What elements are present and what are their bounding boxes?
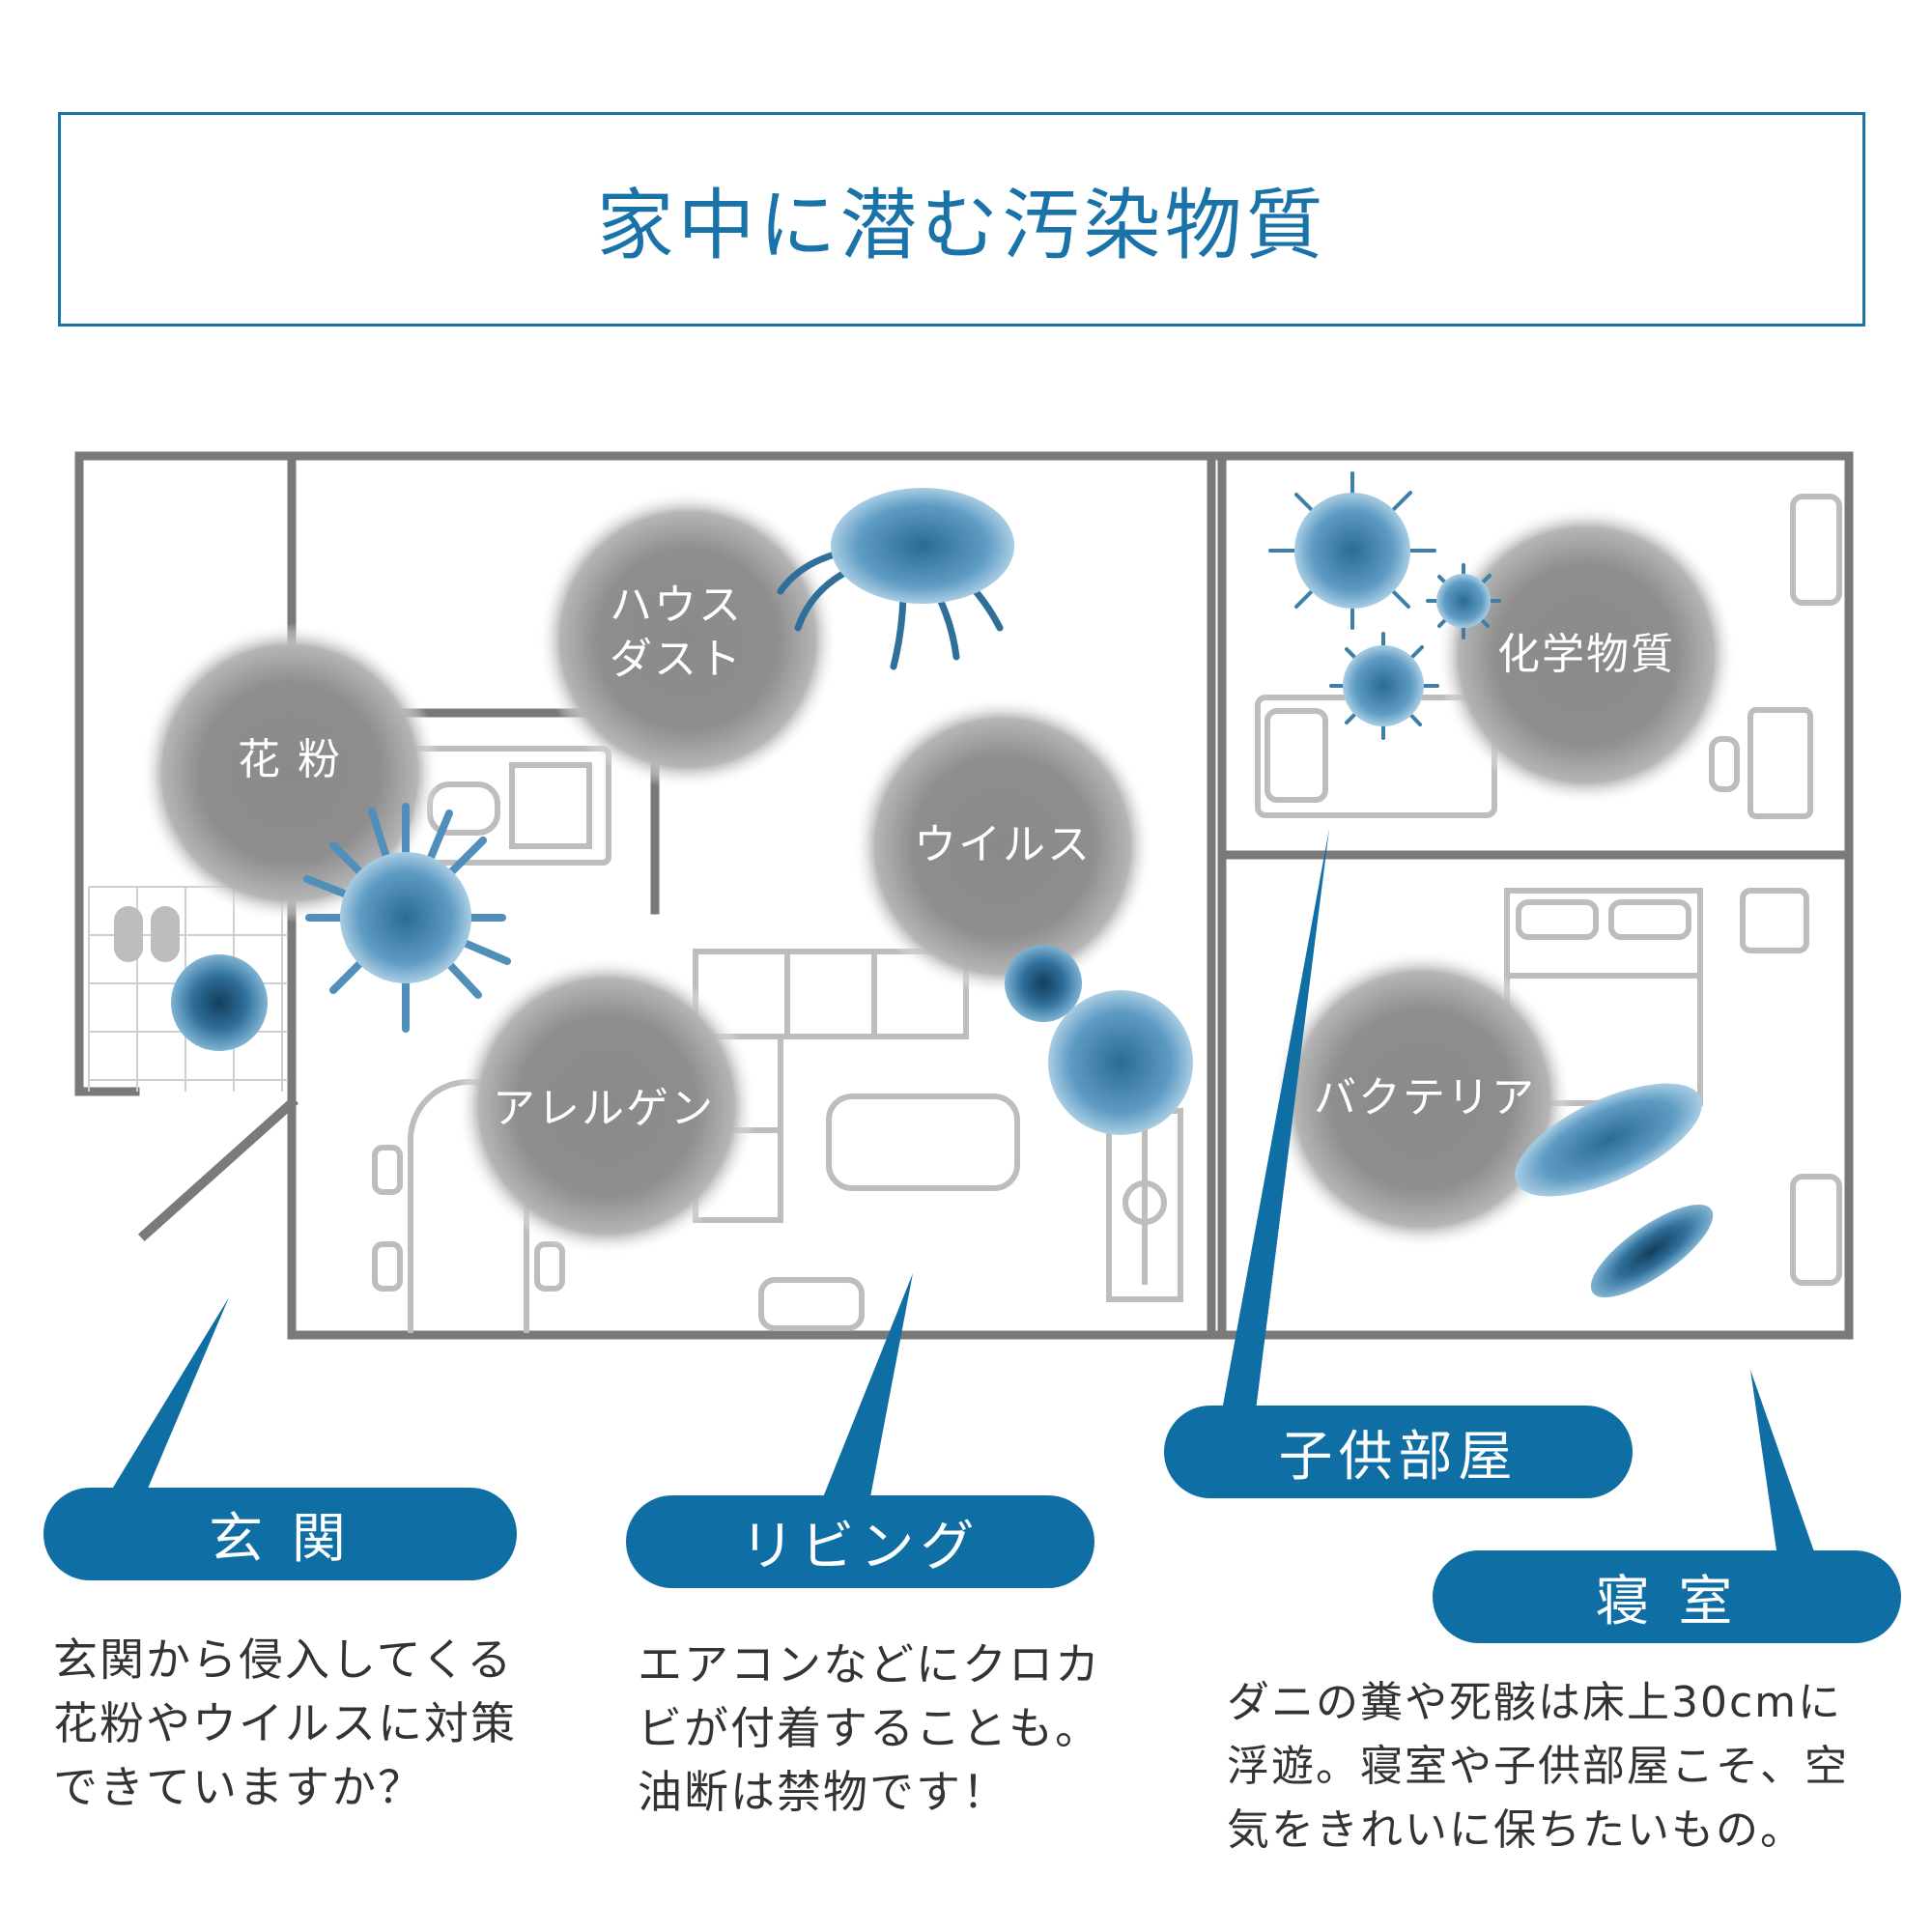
bacteria-blob — [1272, 950, 1572, 1249]
title-box: 家中に潜む汚染物質 — [58, 112, 1865, 327]
bedroom-pill: 寝 室 — [1433, 1550, 1901, 1643]
allergen-label: アレルゲン — [493, 1084, 715, 1133]
kids-room-label: 子供部屋 — [1278, 1425, 1519, 1489]
bedroom-label: 寝 室 — [1595, 1570, 1739, 1634]
pollen-microbe-icon — [303, 803, 511, 1033]
walls — [74, 451, 1854, 1340]
virus-blob — [853, 696, 1152, 996]
pollen-blob — [140, 623, 440, 923]
house-dust-blob — [538, 490, 838, 789]
entrance-microbe-icon — [171, 954, 268, 1051]
slippers-icon — [114, 906, 180, 962]
entrance-pill: 玄 関 — [43, 1488, 517, 1580]
entrance-label: 玄 関 — [209, 1507, 352, 1571]
bacteria-large-icon — [1515, 1083, 1702, 1197]
kids-room-pill: 子供部屋 — [1164, 1406, 1633, 1498]
virus-label: ウイルス — [914, 820, 1092, 869]
kids-virus-icons — [1268, 471, 1501, 740]
allergen-blob — [457, 956, 756, 1256]
pollen-label: 花 粉 — [238, 735, 342, 784]
bedroom-description: ダニの糞や死骸は床上30cmに 浮遊。寝室や子供部屋こそ、空 気をきれいに保ちた… — [1227, 1678, 1849, 1855]
bacteria-small-icon — [1590, 1204, 1714, 1298]
bacteria-label: バクテリア — [1314, 1073, 1536, 1122]
chemical-label: 化学物質 — [1497, 630, 1675, 679]
living-label: リビング — [740, 1515, 980, 1578]
house-dust-label: ハウス ダスト — [610, 581, 743, 684]
living-microbe-large-icon — [1048, 990, 1193, 1135]
chemical-blob — [1436, 505, 1736, 805]
page-title: 家中に潜む汚染物質 — [596, 181, 1327, 270]
living-description: エアコンなどにクロカ ビが付着することも。 油断は禁物です！ — [638, 1638, 1101, 1818]
living-microbe-small-icon — [1005, 945, 1082, 1022]
pollutant-blobs — [140, 490, 1736, 1256]
entrance-description: 玄関から侵入してくる 花粉やウイルスに対策 できていますか？ — [53, 1634, 517, 1813]
microbes — [171, 471, 1714, 1298]
callout-pointers — [108, 829, 1816, 1557]
dust-mite-icon — [777, 488, 1014, 670]
living-pill: リビング — [626, 1495, 1094, 1588]
